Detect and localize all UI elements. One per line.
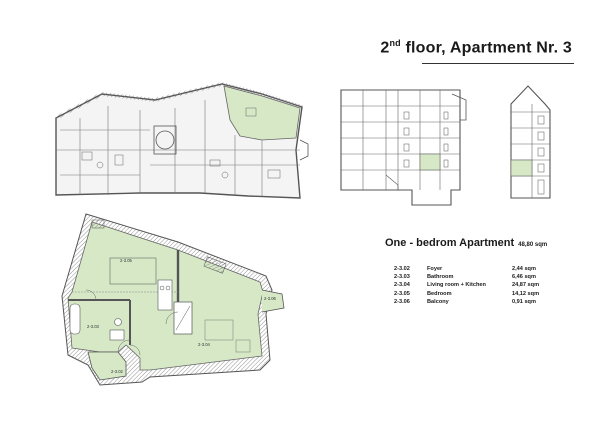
apartment-total-area: 48,80 sqm <box>518 242 548 248</box>
apartment-highlight-section-cross <box>510 159 533 177</box>
room-area: 0,91 sqm <box>512 298 536 305</box>
title-superscript: nd <box>389 38 401 48</box>
room-id: 2-3.06 <box>394 298 410 305</box>
label-room-03: 2-3.03 <box>87 324 100 329</box>
label-room-02: 2-3.02 <box>111 369 124 374</box>
label-room-05: 2-3.05 <box>120 258 133 263</box>
balcony <box>261 289 285 313</box>
room-name: Bedroom <box>427 290 452 297</box>
title-rest: floor, Apartment Nr. 3 <box>400 39 572 57</box>
room-name: Foyer <box>427 266 443 272</box>
room-row: 2-3.03 Bathroom 6,46 sqm <box>394 273 552 281</box>
label-room-06: 2-3.06 <box>264 296 277 301</box>
room-row: 2-3.06 Balcony 0,91 sqm <box>394 298 552 306</box>
apartment-type: One - bedrom Apartment <box>385 237 515 249</box>
room-name: Bathroom <box>427 274 454 281</box>
room-name: Balcony <box>427 298 449 305</box>
foyer <box>87 351 127 381</box>
room-row: 2-3.02 Foyer 2,44 sqm <box>394 265 552 273</box>
apartment-plan: 2-3.05 2-3.04 2-3.03 2-3.02 2-3.06 <box>61 213 285 386</box>
apartment-highlight-section-long <box>419 153 441 171</box>
room-row: 2-3.04 Living room + Kitchen 24,87 sqm <box>394 281 552 289</box>
title-underline <box>422 63 574 64</box>
room-id: 2-3.02 <box>394 266 410 272</box>
bed <box>109 257 157 285</box>
room-name: Living room + Kitchen <box>427 282 486 289</box>
room-area: 6,46 sqm <box>512 274 536 281</box>
apartment-highlight-plan <box>223 85 301 141</box>
title-ordinal: 2 <box>380 39 390 57</box>
full-floor-plan <box>55 81 309 199</box>
kitchen-counter <box>157 279 173 311</box>
room-area: 24,87 sqm <box>512 282 540 289</box>
room-schedule: 2-3.02 Foyer 2,44 sqm 2-3.03 Bathroom 6,… <box>394 265 552 306</box>
room-row: 2-3.05 Bedroom 14,12 sqm <box>394 290 552 298</box>
building-section-long <box>340 89 467 206</box>
room-area: 14,12 sqm <box>512 290 540 297</box>
label-room-04: 2-3.04 <box>198 342 211 347</box>
room-area: 2,44 sqm <box>512 266 536 272</box>
building-section-cross <box>510 85 551 199</box>
page-title: 2nd floor, Apartment Nr. 3 <box>380 38 572 57</box>
room-id: 2-3.03 <box>394 274 410 281</box>
room-id: 2-3.05 <box>394 290 410 297</box>
room-id: 2-3.04 <box>394 282 410 289</box>
